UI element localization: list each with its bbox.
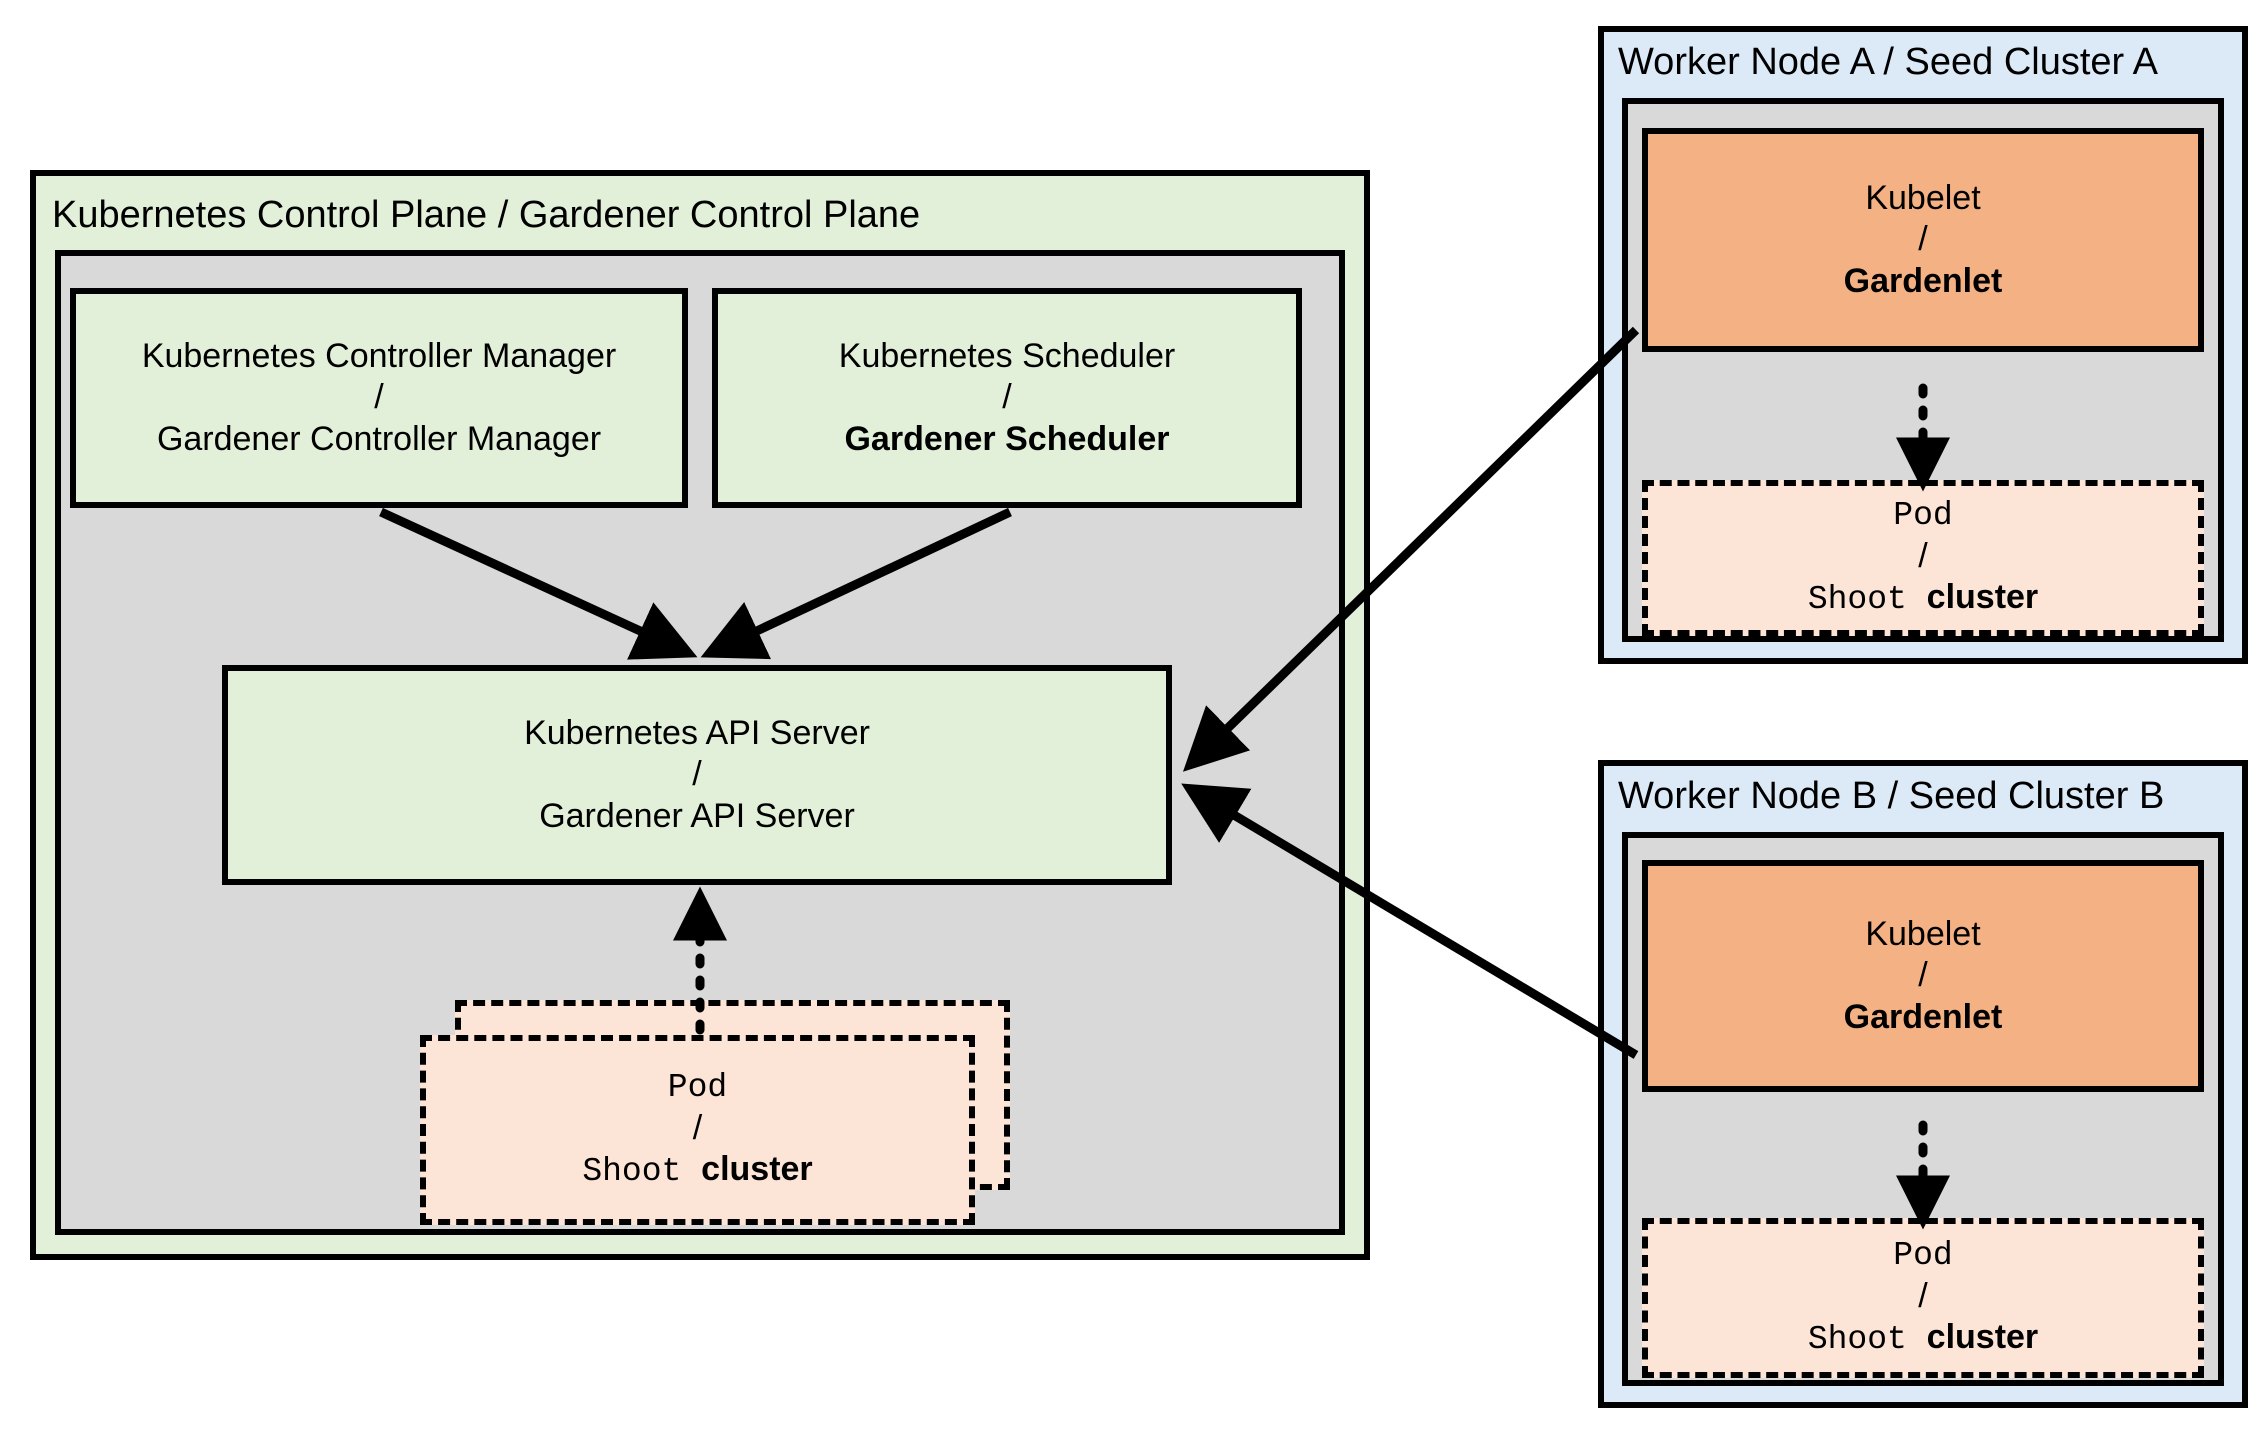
scheduler-line2: Gardener Scheduler bbox=[844, 419, 1170, 458]
control-plane-pod-line1: Pod bbox=[667, 1068, 728, 1106]
control-plane-title: Kubernetes Control Plane / Gardener Cont… bbox=[52, 194, 921, 236]
worker-b-pod-shoot: Shoot bbox=[1807, 1321, 1907, 1359]
control-plane-pod-shoot: Shoot bbox=[582, 1153, 682, 1191]
scheduler-line1: Kubernetes Scheduler bbox=[838, 336, 1176, 375]
worker-b-kubelet-separator: / bbox=[1918, 956, 1928, 995]
worker-b-kubelet-line2: Gardenlet bbox=[1843, 997, 2003, 1036]
worker-b-pod-separator: / bbox=[1918, 1276, 1928, 1315]
worker-a-pod-cluster: cluster bbox=[1926, 578, 2039, 617]
kubernetes-api-server-node[interactable]: Kubernetes API Server / Gardener API Ser… bbox=[222, 665, 1172, 885]
api-server-text: Kubernetes API Server / Gardener API Ser… bbox=[524, 713, 870, 837]
control-plane-pod-node[interactable]: Pod / Shoot cluster bbox=[420, 1035, 975, 1225]
api-server-line1: Kubernetes API Server bbox=[524, 713, 870, 752]
controller-manager-separator: / bbox=[374, 378, 384, 417]
worker-b-pod-text: Pod / Shoot cluster bbox=[1808, 1236, 2038, 1361]
worker-node-a-title: Worker Node A / Seed Cluster A bbox=[1618, 41, 2159, 83]
worker-a-pod-separator: / bbox=[1918, 536, 1928, 575]
worker-node-b-title: Worker Node B / Seed Cluster B bbox=[1618, 775, 2165, 817]
worker-a-kubelet-node[interactable]: Kubelet / Gardenlet bbox=[1642, 128, 2204, 352]
api-server-separator: / bbox=[692, 755, 702, 794]
worker-a-pod-shoot: Shoot bbox=[1807, 581, 1907, 619]
scheduler-text: Kubernetes Scheduler / Gardener Schedule… bbox=[839, 336, 1175, 460]
worker-a-pod-text: Pod / Shoot cluster bbox=[1808, 496, 2038, 621]
worker-b-kubelet-text: Kubelet / Gardenlet bbox=[1844, 914, 2003, 1038]
control-plane-pod-cluster: cluster bbox=[701, 1150, 813, 1189]
worker-b-pod-line2: Shoot cluster bbox=[1808, 1317, 2038, 1360]
control-plane-pod-text: Pod / Shoot cluster bbox=[582, 1068, 812, 1193]
worker-a-pod-line1: Pod bbox=[1893, 496, 1953, 534]
control-plane-pod-line2: Shoot cluster bbox=[582, 1149, 812, 1192]
worker-a-kubelet-separator: / bbox=[1918, 220, 1928, 259]
worker-b-kubelet-node[interactable]: Kubelet / Gardenlet bbox=[1642, 860, 2204, 1092]
controller-manager-line1: Kubernetes Controller Manager bbox=[141, 336, 617, 375]
controller-manager-line2: Gardener Controller Manager bbox=[156, 419, 602, 458]
worker-a-pod-node[interactable]: Pod / Shoot cluster bbox=[1642, 480, 2204, 636]
kubernetes-scheduler-node[interactable]: Kubernetes Scheduler / Gardener Schedule… bbox=[712, 288, 1302, 508]
worker-a-pod-line2: Shoot cluster bbox=[1808, 577, 2038, 620]
worker-b-pod-line1: Pod bbox=[1893, 1236, 1953, 1274]
worker-b-pod-node[interactable]: Pod / Shoot cluster bbox=[1642, 1218, 2204, 1378]
scheduler-separator: / bbox=[1002, 378, 1012, 417]
kubernetes-controller-manager-node[interactable]: Kubernetes Controller Manager / Gardener… bbox=[70, 288, 688, 508]
worker-b-kubelet-line1: Kubelet bbox=[1865, 914, 1981, 953]
controller-manager-text: Kubernetes Controller Manager / Gardener… bbox=[142, 336, 616, 460]
control-plane-pod-separator: / bbox=[692, 1108, 703, 1147]
worker-a-kubelet-text: Kubelet / Gardenlet bbox=[1844, 178, 2003, 302]
worker-b-pod-cluster: cluster bbox=[1926, 1318, 2039, 1357]
worker-a-kubelet-line1: Kubelet bbox=[1865, 178, 1981, 217]
api-server-line2: Gardener API Server bbox=[539, 796, 855, 835]
worker-a-kubelet-line2: Gardenlet bbox=[1843, 261, 2003, 300]
